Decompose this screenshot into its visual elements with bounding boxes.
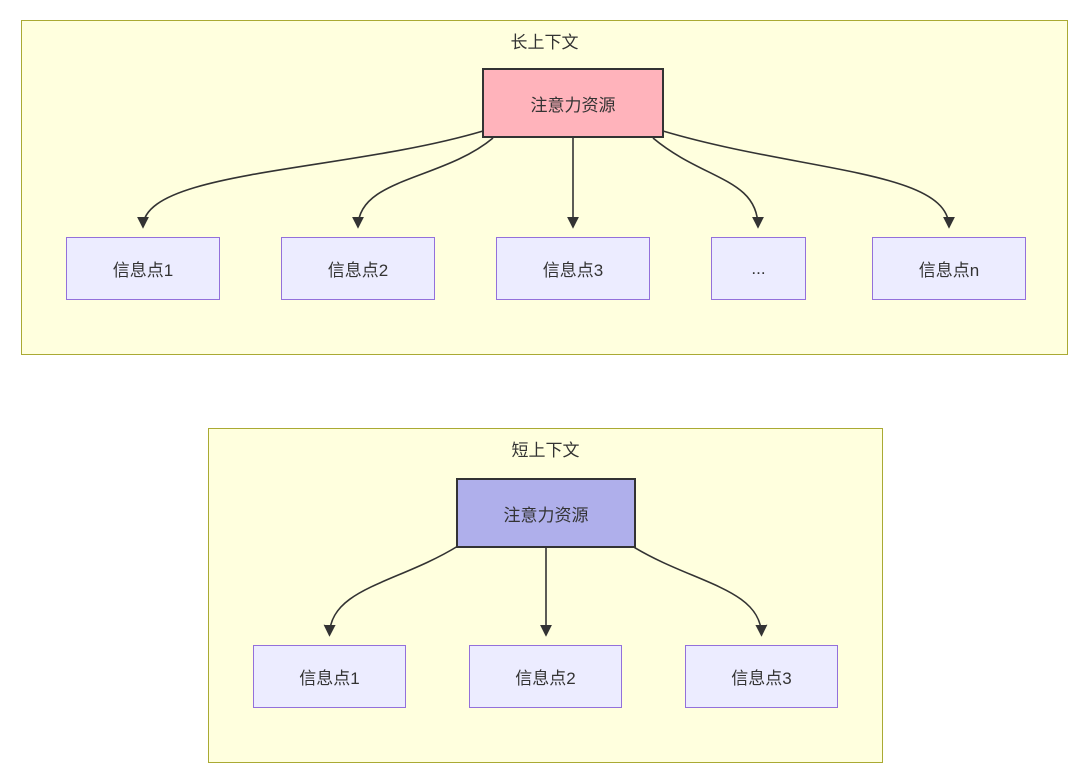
info-node-short-3: 信息点3	[685, 645, 838, 708]
attention-node-long-label: 注意力资源	[530, 95, 616, 115]
info-node-long-3-label: 信息点3	[542, 261, 604, 280]
attention-node-short: 注意力资源	[456, 478, 636, 548]
info-node-long-3: 信息点3	[496, 237, 650, 300]
info-node-short-2: 信息点2	[469, 645, 622, 708]
info-node-long-1-label: 信息点1	[112, 261, 174, 280]
cluster-long-context-title: 长上下文	[510, 33, 579, 52]
info-node-long-2-label: 信息点2	[327, 261, 389, 280]
info-node-long-n-label: 信息点n	[918, 261, 980, 280]
info-node-short-3-label: 信息点3	[731, 669, 792, 688]
info-node-long-1: 信息点1	[66, 237, 220, 300]
cluster-short-context-title: 短上下文	[511, 441, 580, 460]
info-node-short-1: 信息点1	[253, 645, 406, 708]
info-node-long-n: 信息点n	[872, 237, 1026, 300]
attention-node-long: 注意力资源	[482, 68, 664, 138]
info-node-long-ellipsis: ...	[711, 237, 806, 300]
info-node-long-ellipsis-label: ...	[751, 258, 766, 278]
info-node-short-1-label: 信息点1	[299, 669, 360, 688]
info-node-short-2-label: 信息点2	[515, 669, 576, 688]
info-node-long-2: 信息点2	[281, 237, 435, 300]
attention-node-short-label: 注意力资源	[503, 505, 589, 525]
